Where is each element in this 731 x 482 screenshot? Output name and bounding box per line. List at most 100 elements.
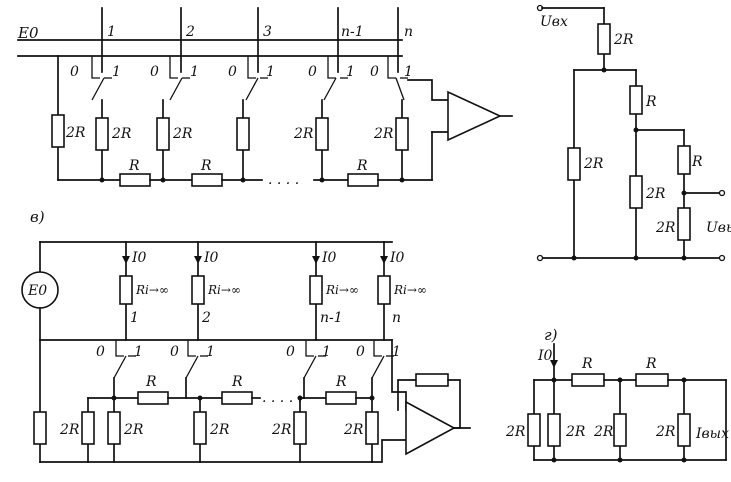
leg-b-5-label: 2R (343, 422, 364, 438)
label-uin: Uвх (540, 14, 568, 30)
svg-text:I0: I0 (321, 250, 337, 266)
leg-resistor-1-label: 2R (111, 126, 132, 142)
ladder-b-r3-label: R (335, 374, 347, 390)
series-resistor-1-label: R (128, 158, 140, 174)
series-resistor-2 (192, 174, 222, 186)
leg-resistor-2 (157, 118, 169, 150)
series-resistor-3 (348, 174, 378, 186)
switch-label-2: 2 (185, 24, 195, 40)
divider-series-right (678, 146, 690, 174)
opamp-b (406, 402, 454, 454)
svg-text:1: 1 (112, 64, 121, 80)
current-leg-1: I0 Ri→∞ 1 (120, 242, 169, 340)
svg-text:0: 0 (370, 64, 379, 80)
leg-b-1-label: 2R (59, 422, 80, 438)
svg-text:Ri→∞: Ri→∞ (135, 283, 169, 297)
svg-text:n-1: n-1 (320, 310, 343, 326)
svg-text:0: 0 (150, 64, 159, 80)
opamp (448, 92, 500, 140)
divider-series-right-label: R (691, 154, 703, 170)
shunt-resistor (52, 115, 64, 147)
input-current-label: I0 (537, 348, 553, 364)
svg-text:1: 1 (404, 64, 413, 80)
leg-resistor-n-label: 2R (373, 126, 394, 142)
svg-text:0: 0 (228, 64, 237, 80)
divider-shunt-mid-label: 2R (645, 186, 666, 202)
ladder-b-r1-label: R (145, 374, 157, 390)
divider-shunt-right (678, 208, 690, 240)
panel-top-right: Uвх 2R 2R R 2R R 2R Uвых (538, 6, 731, 261)
svg-text:I0: I0 (131, 250, 147, 266)
switch-label-1: 1 (107, 24, 116, 40)
panel-bottom-right: г) I0 R R 2R 2R 2R 2R Iвых (505, 326, 729, 463)
svg-text:1: 1 (322, 344, 331, 360)
svg-text:0: 0 (356, 344, 365, 360)
divider-series-mid-label: R (645, 94, 657, 110)
output-current-label: Iвых (695, 426, 729, 442)
divider-shunt-left (568, 148, 580, 180)
panel-bottom-left: в) E0 I0 Ri→∞ 1 I0 Ri→∞ 2 I0 (22, 208, 470, 462)
leg-b-2-label: 2R (123, 422, 144, 438)
svg-text:0: 0 (308, 64, 317, 80)
switch-label-3: 3 (263, 24, 272, 40)
divider-resistor-top-label: 2R (613, 32, 634, 48)
svg-text:1: 1 (266, 64, 275, 80)
feedback-resistor (416, 374, 448, 386)
series-resistor-2-label: R (200, 158, 212, 174)
svg-text:0: 0 (286, 344, 295, 360)
divider-shunt-mid (630, 176, 642, 208)
svg-text:I0: I0 (203, 250, 219, 266)
svg-text:0: 0 (96, 344, 105, 360)
leg-b-3-label: 2R (209, 422, 230, 438)
switch-label-n-1: n-1 (341, 24, 364, 40)
divider-shunt-left-label: 2R (583, 156, 604, 172)
svg-text:1: 1 (206, 344, 215, 360)
divider-resistor-top (598, 24, 610, 54)
leg-resistor-1 (96, 118, 108, 150)
svg-text:1: 1 (392, 344, 401, 360)
svg-text:Ri→∞: Ri→∞ (325, 283, 359, 297)
shunt-g-4-label: 2R (655, 424, 676, 440)
leg-resistor-3 (237, 118, 249, 150)
current-leg-n-1: I0 Ri→∞ n-1 (310, 242, 359, 340)
svg-text:0: 0 (70, 64, 79, 80)
label-uout: Uвых (706, 220, 731, 236)
leg-resistor-n-1 (316, 118, 328, 150)
ladder-g-r2-label: R (645, 356, 657, 372)
opamp-input-plus-wire (408, 80, 448, 100)
svg-text:Ri→∞: Ri→∞ (207, 283, 241, 297)
ladder-dots: . . . . (268, 172, 299, 188)
voltage-source-label: E0 (27, 283, 47, 299)
ladder-g-r1-label: R (581, 356, 593, 372)
leg-resistor-n-1-label: 2R (293, 126, 314, 142)
shunt-g-1-label: 2R (505, 424, 526, 440)
current-leg-n: I0 Ri→∞ n (378, 242, 427, 340)
shunt-g-3-label: 2R (593, 424, 614, 440)
svg-text:1: 1 (190, 64, 199, 80)
leg-b-4-label: 2R (271, 422, 292, 438)
figure-letter-v: в) (30, 208, 45, 226)
shunt-resistor-label: 2R (65, 125, 86, 141)
series-resistor-3-label: R (356, 158, 368, 174)
ladder-b-r2-label: R (231, 374, 243, 390)
svg-text:n: n (392, 310, 401, 326)
leg-resistor-n (396, 118, 408, 150)
series-resistor-1 (120, 174, 150, 186)
source-resistor (34, 412, 46, 444)
svg-text:I0: I0 (389, 250, 405, 266)
svg-text:2: 2 (201, 310, 211, 326)
switch-b-1: 0 1 (96, 340, 143, 378)
shunt-g-2-label: 2R (565, 424, 586, 440)
leg-resistor-2-label: 2R (172, 126, 193, 142)
